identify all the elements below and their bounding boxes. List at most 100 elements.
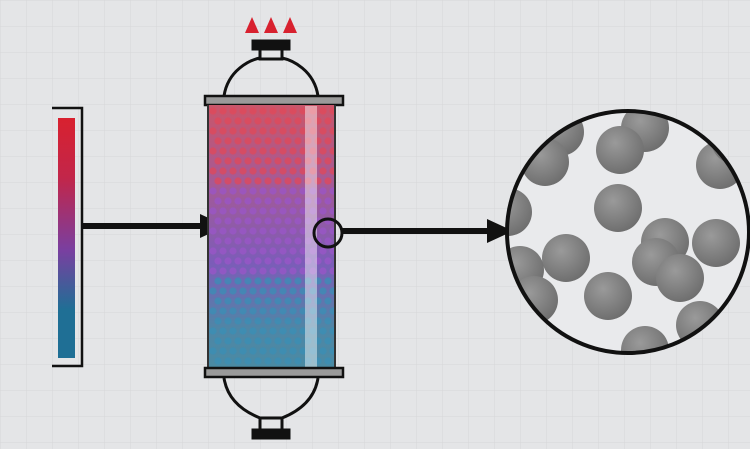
packing-particle bbox=[284, 337, 292, 345]
packing-particle bbox=[234, 337, 242, 345]
packing-particle bbox=[279, 187, 287, 195]
packing-particle bbox=[209, 187, 217, 195]
packing-particle bbox=[229, 267, 237, 275]
packing-particle bbox=[304, 137, 312, 145]
packing-particle bbox=[304, 197, 312, 205]
packing-particle bbox=[224, 177, 232, 185]
packing-particle bbox=[259, 247, 267, 255]
packing-particle bbox=[234, 317, 242, 325]
packing-particle bbox=[244, 237, 252, 245]
packing-particle bbox=[264, 357, 272, 365]
packing-particle bbox=[254, 357, 262, 365]
packing-particle bbox=[269, 307, 277, 315]
packing-particle bbox=[269, 227, 277, 235]
packing-particle bbox=[299, 307, 307, 315]
packing-particle bbox=[269, 327, 277, 335]
packing-particle bbox=[249, 247, 257, 255]
packing-particle bbox=[294, 157, 302, 165]
packing-particle bbox=[329, 307, 335, 315]
packing-particle bbox=[284, 157, 292, 165]
packing-particle bbox=[224, 157, 232, 165]
packing-particle bbox=[239, 267, 247, 275]
packing-particle bbox=[324, 337, 332, 345]
packing-particle bbox=[234, 257, 242, 265]
packing-particle bbox=[304, 237, 312, 245]
packing-particle bbox=[294, 257, 302, 265]
packing-particle bbox=[209, 127, 217, 135]
packing-particle bbox=[314, 197, 322, 205]
packing-particle bbox=[234, 237, 242, 245]
packing-particle bbox=[214, 217, 222, 225]
packing-particle bbox=[214, 237, 222, 245]
packing-particle bbox=[209, 307, 217, 315]
packing-particle bbox=[214, 317, 222, 325]
packing-particle bbox=[269, 107, 277, 115]
packing-particle bbox=[259, 327, 267, 335]
packing-particle bbox=[319, 107, 327, 115]
packing-particle bbox=[249, 187, 257, 195]
packing-particle bbox=[329, 347, 335, 355]
packing-particle bbox=[324, 277, 332, 285]
packing-particle bbox=[214, 117, 222, 125]
packing-particle bbox=[304, 357, 312, 365]
packing-particle bbox=[224, 137, 232, 145]
packing-particle bbox=[209, 287, 217, 295]
packing-particle bbox=[284, 277, 292, 285]
packing-particle bbox=[294, 337, 302, 345]
packing-particle bbox=[324, 257, 332, 265]
packing-particle bbox=[284, 257, 292, 265]
packing-particle bbox=[279, 327, 287, 335]
packing-particle bbox=[274, 257, 282, 265]
packing-particle bbox=[279, 307, 287, 315]
packing-particle bbox=[259, 287, 267, 295]
packing-particle bbox=[309, 327, 317, 335]
packing-particle bbox=[214, 337, 222, 345]
packing-particle bbox=[244, 277, 252, 285]
packing-particle bbox=[264, 117, 272, 125]
packing-particle bbox=[329, 127, 335, 135]
packing-particle bbox=[279, 127, 287, 135]
packing-particle bbox=[309, 247, 317, 255]
packing-particle bbox=[324, 157, 332, 165]
packing-particle bbox=[254, 257, 262, 265]
packing-particle bbox=[289, 207, 297, 215]
packing-particle bbox=[274, 357, 282, 365]
packing-particle bbox=[324, 357, 332, 365]
packing-particle bbox=[209, 207, 217, 215]
packing-particle bbox=[304, 257, 312, 265]
packing-particle bbox=[264, 197, 272, 205]
packing-particle bbox=[219, 247, 227, 255]
packing-particle bbox=[219, 147, 227, 155]
packing-particle bbox=[229, 107, 237, 115]
packing-particle bbox=[274, 217, 282, 225]
packing-particle bbox=[314, 297, 322, 305]
packing-particle bbox=[309, 107, 317, 115]
packing-particle bbox=[254, 177, 262, 185]
packing-particle bbox=[214, 197, 222, 205]
packing-particle bbox=[264, 137, 272, 145]
packing-particle bbox=[244, 157, 252, 165]
packing-particle bbox=[259, 227, 267, 235]
packing-particle bbox=[269, 347, 277, 355]
packing-particle bbox=[274, 177, 282, 185]
packing-particle bbox=[259, 207, 267, 215]
packing-particle bbox=[279, 267, 287, 275]
column-top-head bbox=[222, 39, 320, 97]
packing-particle bbox=[284, 317, 292, 325]
packing-particle bbox=[229, 347, 237, 355]
packing-particle bbox=[259, 107, 267, 115]
packing-particle bbox=[264, 237, 272, 245]
packing-particle bbox=[304, 217, 312, 225]
packing-particle bbox=[219, 207, 227, 215]
packing-particle bbox=[219, 127, 227, 135]
packing-particle bbox=[309, 147, 317, 155]
heat-triangle-icon bbox=[245, 17, 259, 33]
packing-particle bbox=[309, 167, 317, 175]
packing-particle bbox=[209, 327, 217, 335]
packing-particle bbox=[224, 357, 232, 365]
packing-particle bbox=[214, 157, 222, 165]
packing-particle bbox=[289, 127, 297, 135]
packing-particle bbox=[259, 187, 267, 195]
heat-indicator-triangles bbox=[245, 17, 297, 33]
packing-particle bbox=[289, 287, 297, 295]
